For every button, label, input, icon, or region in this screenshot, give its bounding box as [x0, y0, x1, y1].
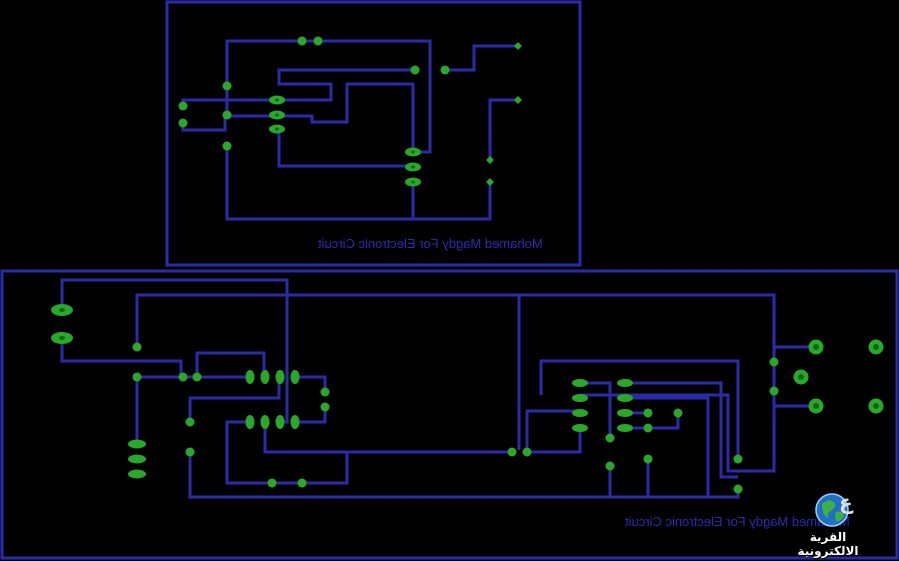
- pad: [267, 478, 277, 488]
- pad-hole: [813, 344, 819, 350]
- pad: [222, 81, 232, 91]
- pad: [222, 141, 232, 151]
- bottom-board-outline: [0, 269, 899, 560]
- pad: [643, 454, 653, 464]
- pad-oval: [128, 454, 146, 464]
- pad-hole: [275, 127, 279, 131]
- pad: [643, 408, 653, 418]
- top-board-traces: [181, 39, 518, 221]
- pad: [313, 36, 323, 46]
- pad: [132, 342, 142, 352]
- pad-oval: [617, 394, 633, 402]
- pad-oval: [245, 370, 255, 384]
- pad-hole: [873, 344, 879, 350]
- pad-diamond: [486, 156, 494, 164]
- pad-oval: [572, 424, 588, 432]
- pad-diamond: [514, 96, 522, 104]
- bottom-board: [0, 269, 899, 560]
- pad: [522, 447, 532, 457]
- bottom-board-pad-holes: [59, 308, 879, 409]
- pad-oval: [290, 370, 300, 384]
- pad-hole: [275, 98, 279, 102]
- pad-oval: [260, 370, 270, 384]
- pad: [185, 447, 195, 457]
- pad: [440, 65, 450, 75]
- pad-hole: [411, 165, 415, 169]
- pad: [320, 387, 330, 397]
- pad-oval: [275, 415, 285, 429]
- pad-hole: [873, 403, 879, 409]
- pad: [769, 386, 779, 396]
- pad-hole: [813, 403, 819, 409]
- pad: [178, 118, 188, 128]
- pad-oval: [617, 409, 633, 417]
- pad: [132, 372, 142, 382]
- bottom-board-traces: [60, 278, 816, 499]
- top-board-outline: [165, 0, 582, 267]
- pad: [673, 408, 683, 418]
- pad: [769, 357, 779, 367]
- pad: [410, 65, 420, 75]
- pad-hole: [411, 180, 415, 184]
- pad-hole: [59, 308, 65, 312]
- pad-hole: [798, 374, 804, 380]
- pad: [297, 478, 307, 488]
- top-board: [165, 0, 582, 267]
- pad-oval: [572, 394, 588, 402]
- top-board-credit-text: Mohamed Magdy For Electronic Circuit: [318, 236, 543, 251]
- pad-diamond: [514, 42, 522, 50]
- pad: [507, 447, 517, 457]
- pad: [643, 423, 653, 433]
- pad-oval: [572, 379, 588, 387]
- pad: [222, 110, 232, 120]
- pad: [605, 433, 615, 443]
- pad-oval: [128, 439, 146, 449]
- pad-oval: [617, 379, 633, 387]
- pad-hole: [59, 336, 65, 340]
- pad: [297, 36, 307, 46]
- site-logo: ع القرية الالكترونية: [786, 488, 874, 558]
- pad-hole: [275, 113, 279, 117]
- globe-icon: [815, 493, 849, 527]
- pad: [185, 417, 195, 427]
- pad: [733, 484, 743, 494]
- pad-oval: [128, 469, 146, 479]
- logo-glyph: ع: [839, 490, 853, 514]
- pad: [178, 372, 188, 382]
- pad-hole: [411, 150, 415, 154]
- pad: [733, 454, 743, 464]
- pad-oval: [617, 424, 633, 432]
- pad-oval: [245, 415, 255, 429]
- pad-oval: [290, 415, 300, 429]
- pad: [320, 402, 330, 412]
- bottom-board-pads: [51, 304, 884, 494]
- pad: [605, 461, 615, 471]
- top-board-pads: [178, 36, 522, 187]
- pad: [192, 372, 202, 382]
- logo-label: القرية الالكترونية: [797, 530, 859, 558]
- pad-oval: [260, 415, 270, 429]
- top-board-pad-holes: [275, 98, 415, 184]
- pad-oval: [572, 409, 588, 417]
- pad: [178, 101, 188, 111]
- pad-oval: [275, 370, 285, 384]
- pad-diamond: [486, 178, 494, 186]
